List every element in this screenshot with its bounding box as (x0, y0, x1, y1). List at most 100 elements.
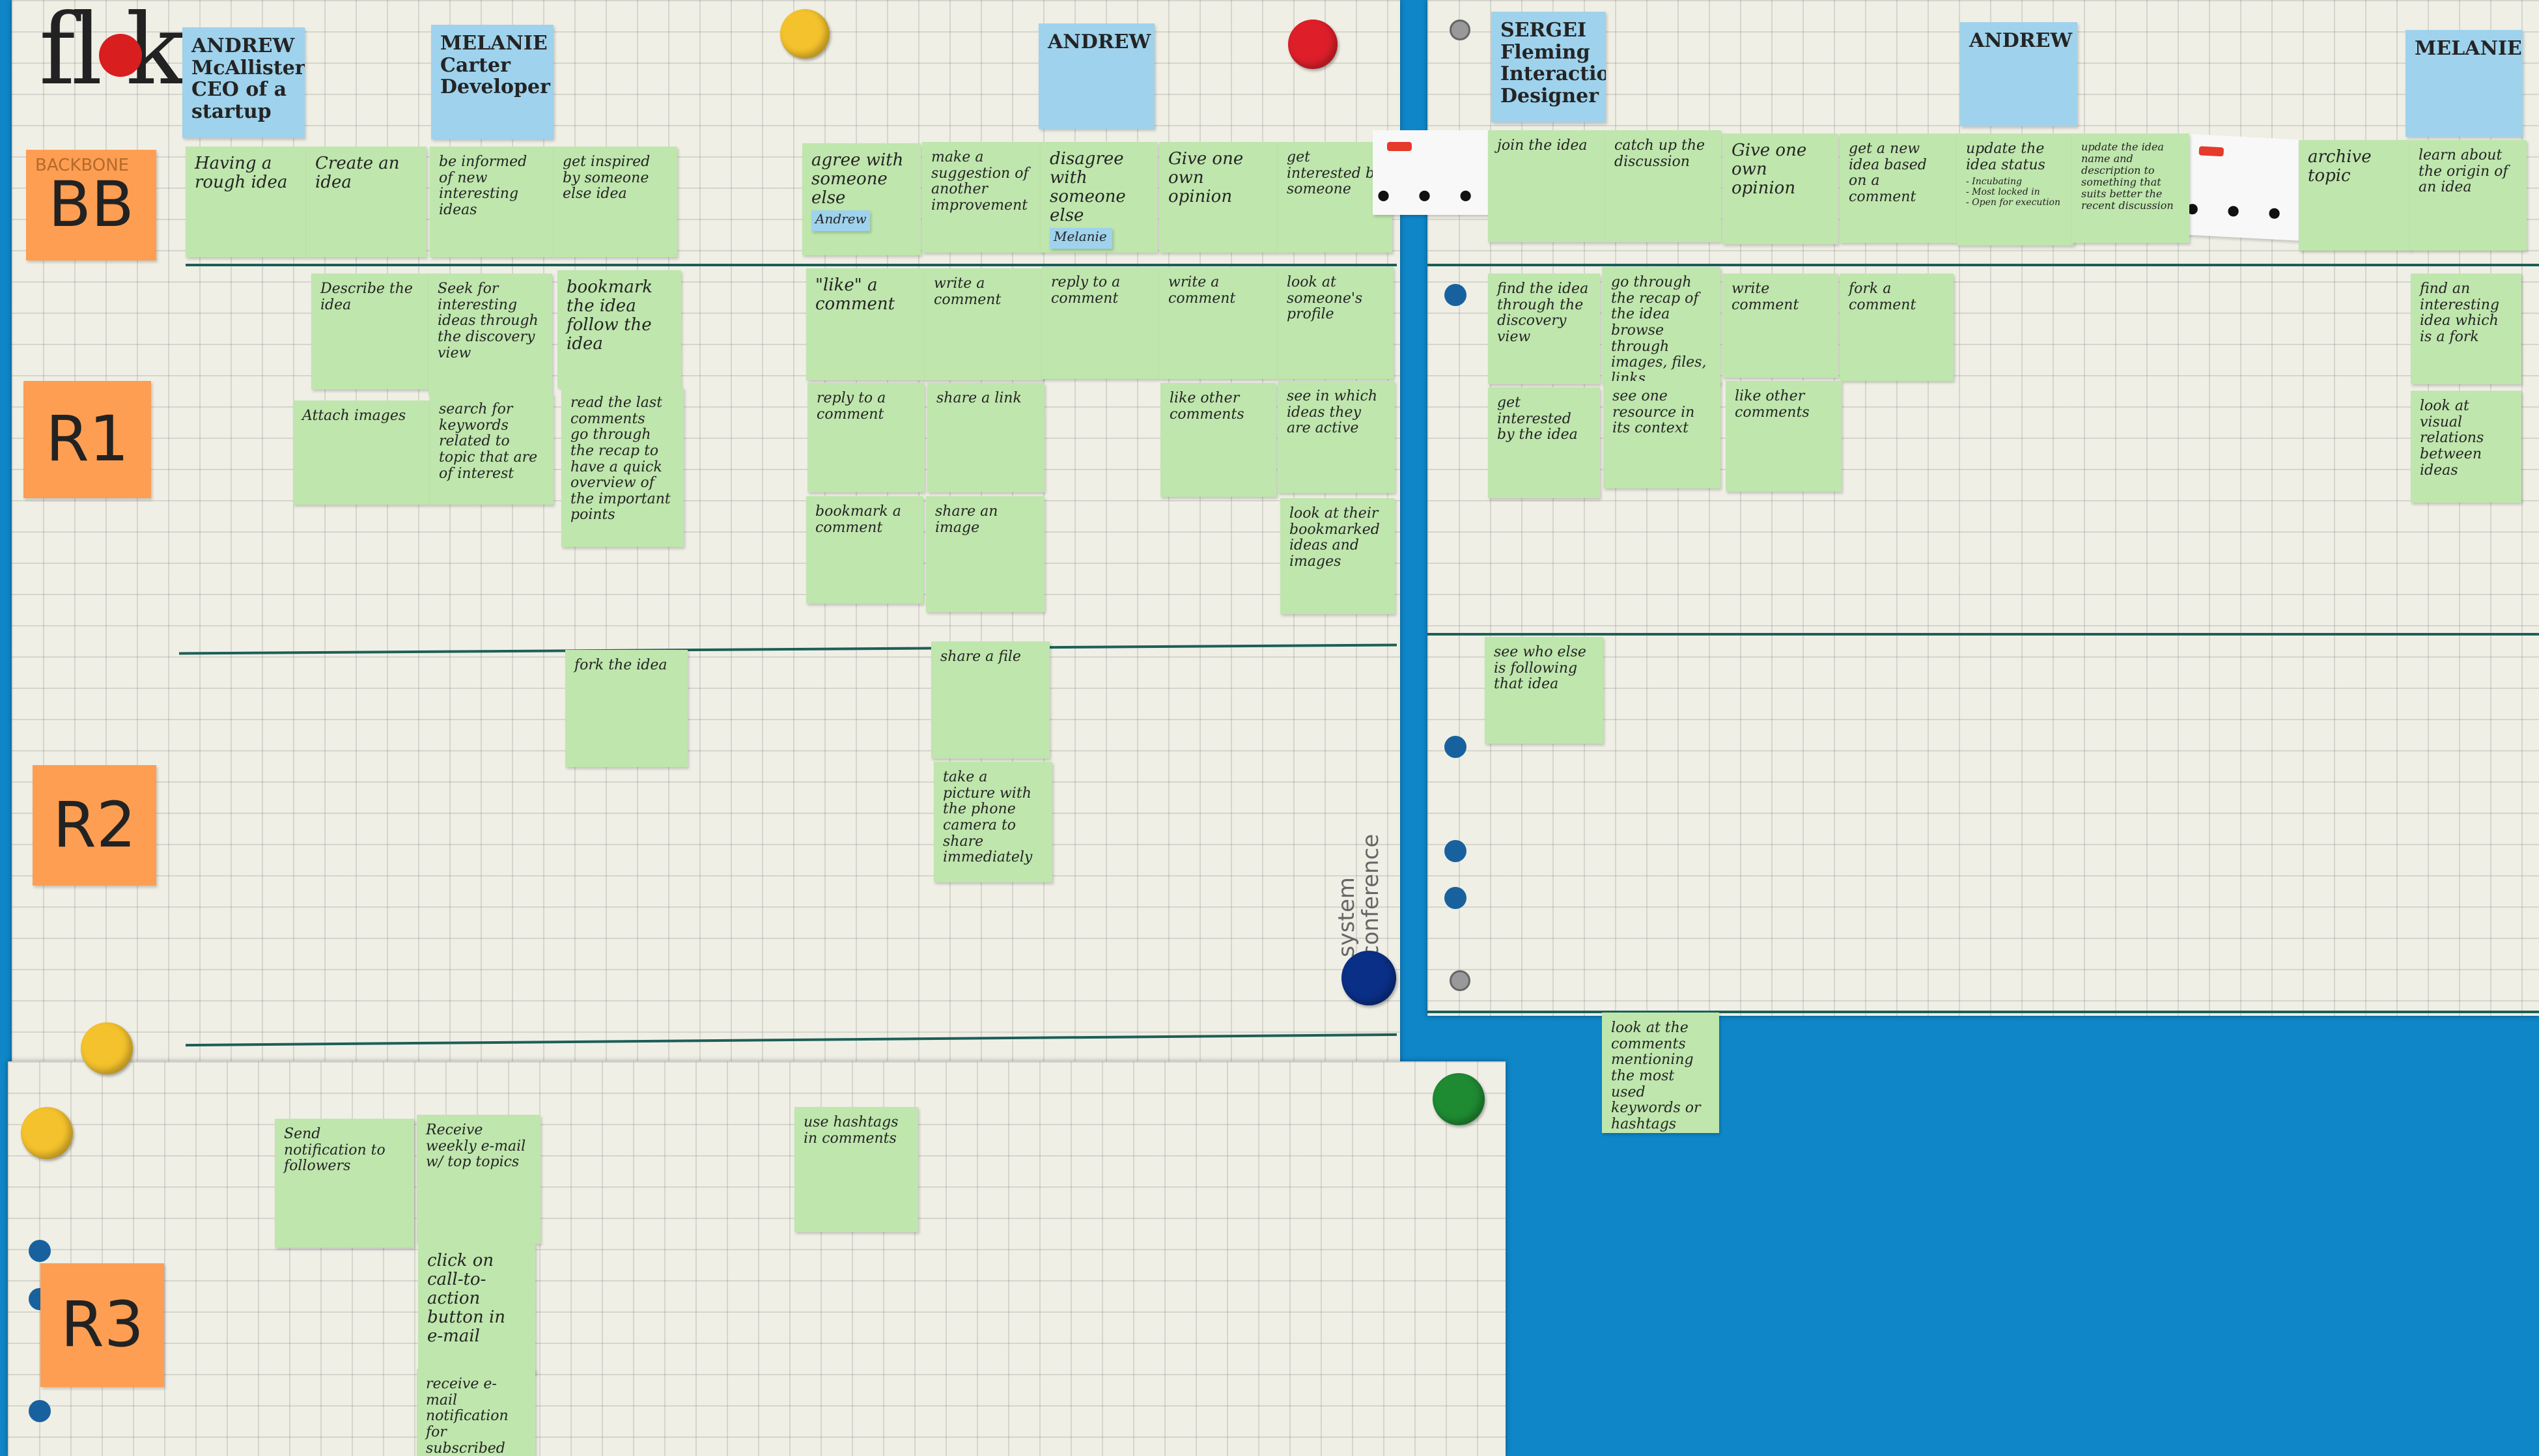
r3-note: Send notification to followers (275, 1119, 414, 1248)
ellipsis-card: ••• (1373, 130, 1490, 215)
r3-note: click on call-to-action button in e-mail (418, 1244, 535, 1374)
system-conference-watermark: system conference (1334, 833, 1384, 957)
note-text: share a file (940, 649, 1021, 665)
andrew-tag-text: Andrew (815, 211, 867, 227)
r2-r3-divider-right (1427, 1011, 2539, 1013)
note-text: click on call-to-action button in e-mail (427, 1251, 506, 1347)
backbone-note: disagree with someone else Melanie (1041, 142, 1158, 253)
binder-hole (1444, 887, 1466, 909)
yellow-magnet (21, 1107, 73, 1159)
r1-note: reply to a comment (1042, 267, 1159, 379)
melanie-tag-text: Melanie (1054, 229, 1107, 245)
row-label-bb-text: BB (48, 168, 134, 242)
ellipsis-icon: ••• (1373, 176, 1490, 215)
note-text: make a suggestion of another improvement (931, 149, 1029, 214)
watermark-line1: system (1334, 877, 1360, 957)
persona-text: SERGEI Fleming Interaction Designer (1500, 19, 1606, 107)
note-text: see one resource in its context (1612, 388, 1695, 437)
r1-note: Attach images (293, 400, 430, 505)
persona-note: MELANIE (2406, 30, 2523, 137)
r2-note: see who else is following that idea (1485, 637, 1603, 744)
backbone-note: get inspired by someone else idea (554, 147, 677, 257)
backbone-note: Give one own opinion (1159, 142, 1278, 253)
r1-note: fork a comment (1840, 273, 1954, 381)
r1-note: Seek for interesting ideas through the d… (428, 273, 552, 396)
note-text: read the last comments (570, 395, 663, 427)
note-text: use hashtags in comments (804, 1114, 899, 1147)
backbone-note: get a new idea based on a comment (1840, 133, 1957, 243)
backbone-note: Having a rough idea (186, 147, 306, 257)
r1-note: look at their bookmarked ideas and image… (1280, 498, 1395, 614)
persona-text: ANDREW McAllister CEO of a startup (191, 35, 305, 123)
note-text: look at their bookmarked ideas and image… (1289, 505, 1380, 570)
note-text: Send notification to followers (284, 1126, 386, 1175)
note-text: write a comment (934, 275, 1002, 308)
r1-note: see one resource in its context (1603, 381, 1720, 488)
note-text: take a picture with the phone camera to … (943, 769, 1033, 866)
note-text: fork a comment (1849, 281, 1916, 313)
status-item: - Most locked in (1966, 186, 2040, 197)
r1-r2-divider-right (1427, 633, 2539, 636)
binder-hole (29, 1400, 51, 1422)
row-label-r2: R2 (33, 765, 156, 886)
note-text: go through the recap to have a quick ove… (570, 427, 671, 524)
note-text: archive topic (2308, 147, 2372, 186)
r1-note: look at visual relations between ideas (2411, 391, 2521, 503)
note-text: look at visual relations between ideas (2420, 398, 2484, 479)
r1-note: go through the recap of the idea browse … (1602, 267, 1720, 384)
r1-note: find the idea through the discovery view (1488, 273, 1600, 384)
navy-magnet (1341, 951, 1396, 1005)
card-logo-mark (2198, 146, 2224, 157)
r1-note: search for keywords related to topic tha… (430, 394, 554, 505)
note-text: update the idea status (1966, 141, 2045, 173)
note-text: catch up the discussion (1614, 137, 1705, 170)
green-magnet (1433, 1073, 1485, 1125)
persona-text: ANDREW (1969, 29, 2073, 52)
r1-note: share a link (927, 383, 1045, 492)
note-text: follow the idea (567, 315, 652, 354)
backbone-note: Create an idea (306, 147, 427, 257)
note-text: Give one own opinion (1168, 149, 1244, 207)
backbone-note: update the idea status - Incubating - Mo… (1957, 133, 2074, 245)
note-text: bookmark the idea (567, 277, 653, 316)
note-text: search for keywords related to topic tha… (439, 401, 538, 482)
note-text: like other comments (1170, 390, 1244, 423)
r1-note: Describe the idea (311, 273, 434, 389)
row-label-r3-text: R3 (61, 1288, 144, 1362)
watermark-line2: conference (1358, 833, 1384, 957)
binder-hole (29, 1240, 51, 1262)
andrew-tag: Andrew (811, 210, 870, 232)
note-text: be informed of new interesting ideas (439, 154, 527, 218)
note-text: write a comment (1168, 274, 1236, 307)
note-text: look at someone's profile (1287, 274, 1363, 323)
r1-note: get interested by the idea (1488, 387, 1600, 498)
backbone-note: join the idea (1488, 130, 1605, 242)
persona-text: MELANIE (2415, 37, 2522, 60)
yellow-magnet (780, 9, 830, 59)
r1-note: write a comment (925, 268, 1043, 380)
backbone-note: archive topic (2299, 140, 2411, 251)
red-magnet (1288, 20, 1338, 69)
note-text: "like" a comment (815, 275, 895, 315)
backbone-label: BACKBONE (35, 156, 130, 175)
status-item: - Incubating (1966, 176, 2022, 188)
r1-note: write a comment (1159, 267, 1278, 379)
note-text: Create an idea (315, 154, 400, 193)
r1-note: bookmark a comment (806, 496, 923, 604)
r1-note: see in which ideas they are active (1278, 381, 1395, 493)
backbone-note: be informed of new interesting ideas (430, 147, 554, 257)
r2-note: fork the idea (565, 650, 688, 767)
note-text: receive e-mail notification for subscrib… (426, 1376, 509, 1456)
note-text: Seek for interesting ideas through the d… (438, 281, 539, 361)
note-text: share an image (935, 503, 998, 536)
backbone-divider-left (186, 264, 1397, 266)
note-text: like other comments (1735, 388, 1810, 421)
flok-logo: fl k (39, 0, 195, 107)
persona-text: ANDREW (1048, 31, 1151, 53)
note-text: get interested by someone (1287, 149, 1383, 198)
row-label-r3: R3 (40, 1263, 164, 1387)
note-text: find the idea through the discovery view (1497, 281, 1589, 345)
r3-note: receive e-mail notification for subscrib… (417, 1369, 535, 1456)
r1-note: write comment (1722, 273, 1838, 378)
logo-red-dot (99, 34, 142, 77)
